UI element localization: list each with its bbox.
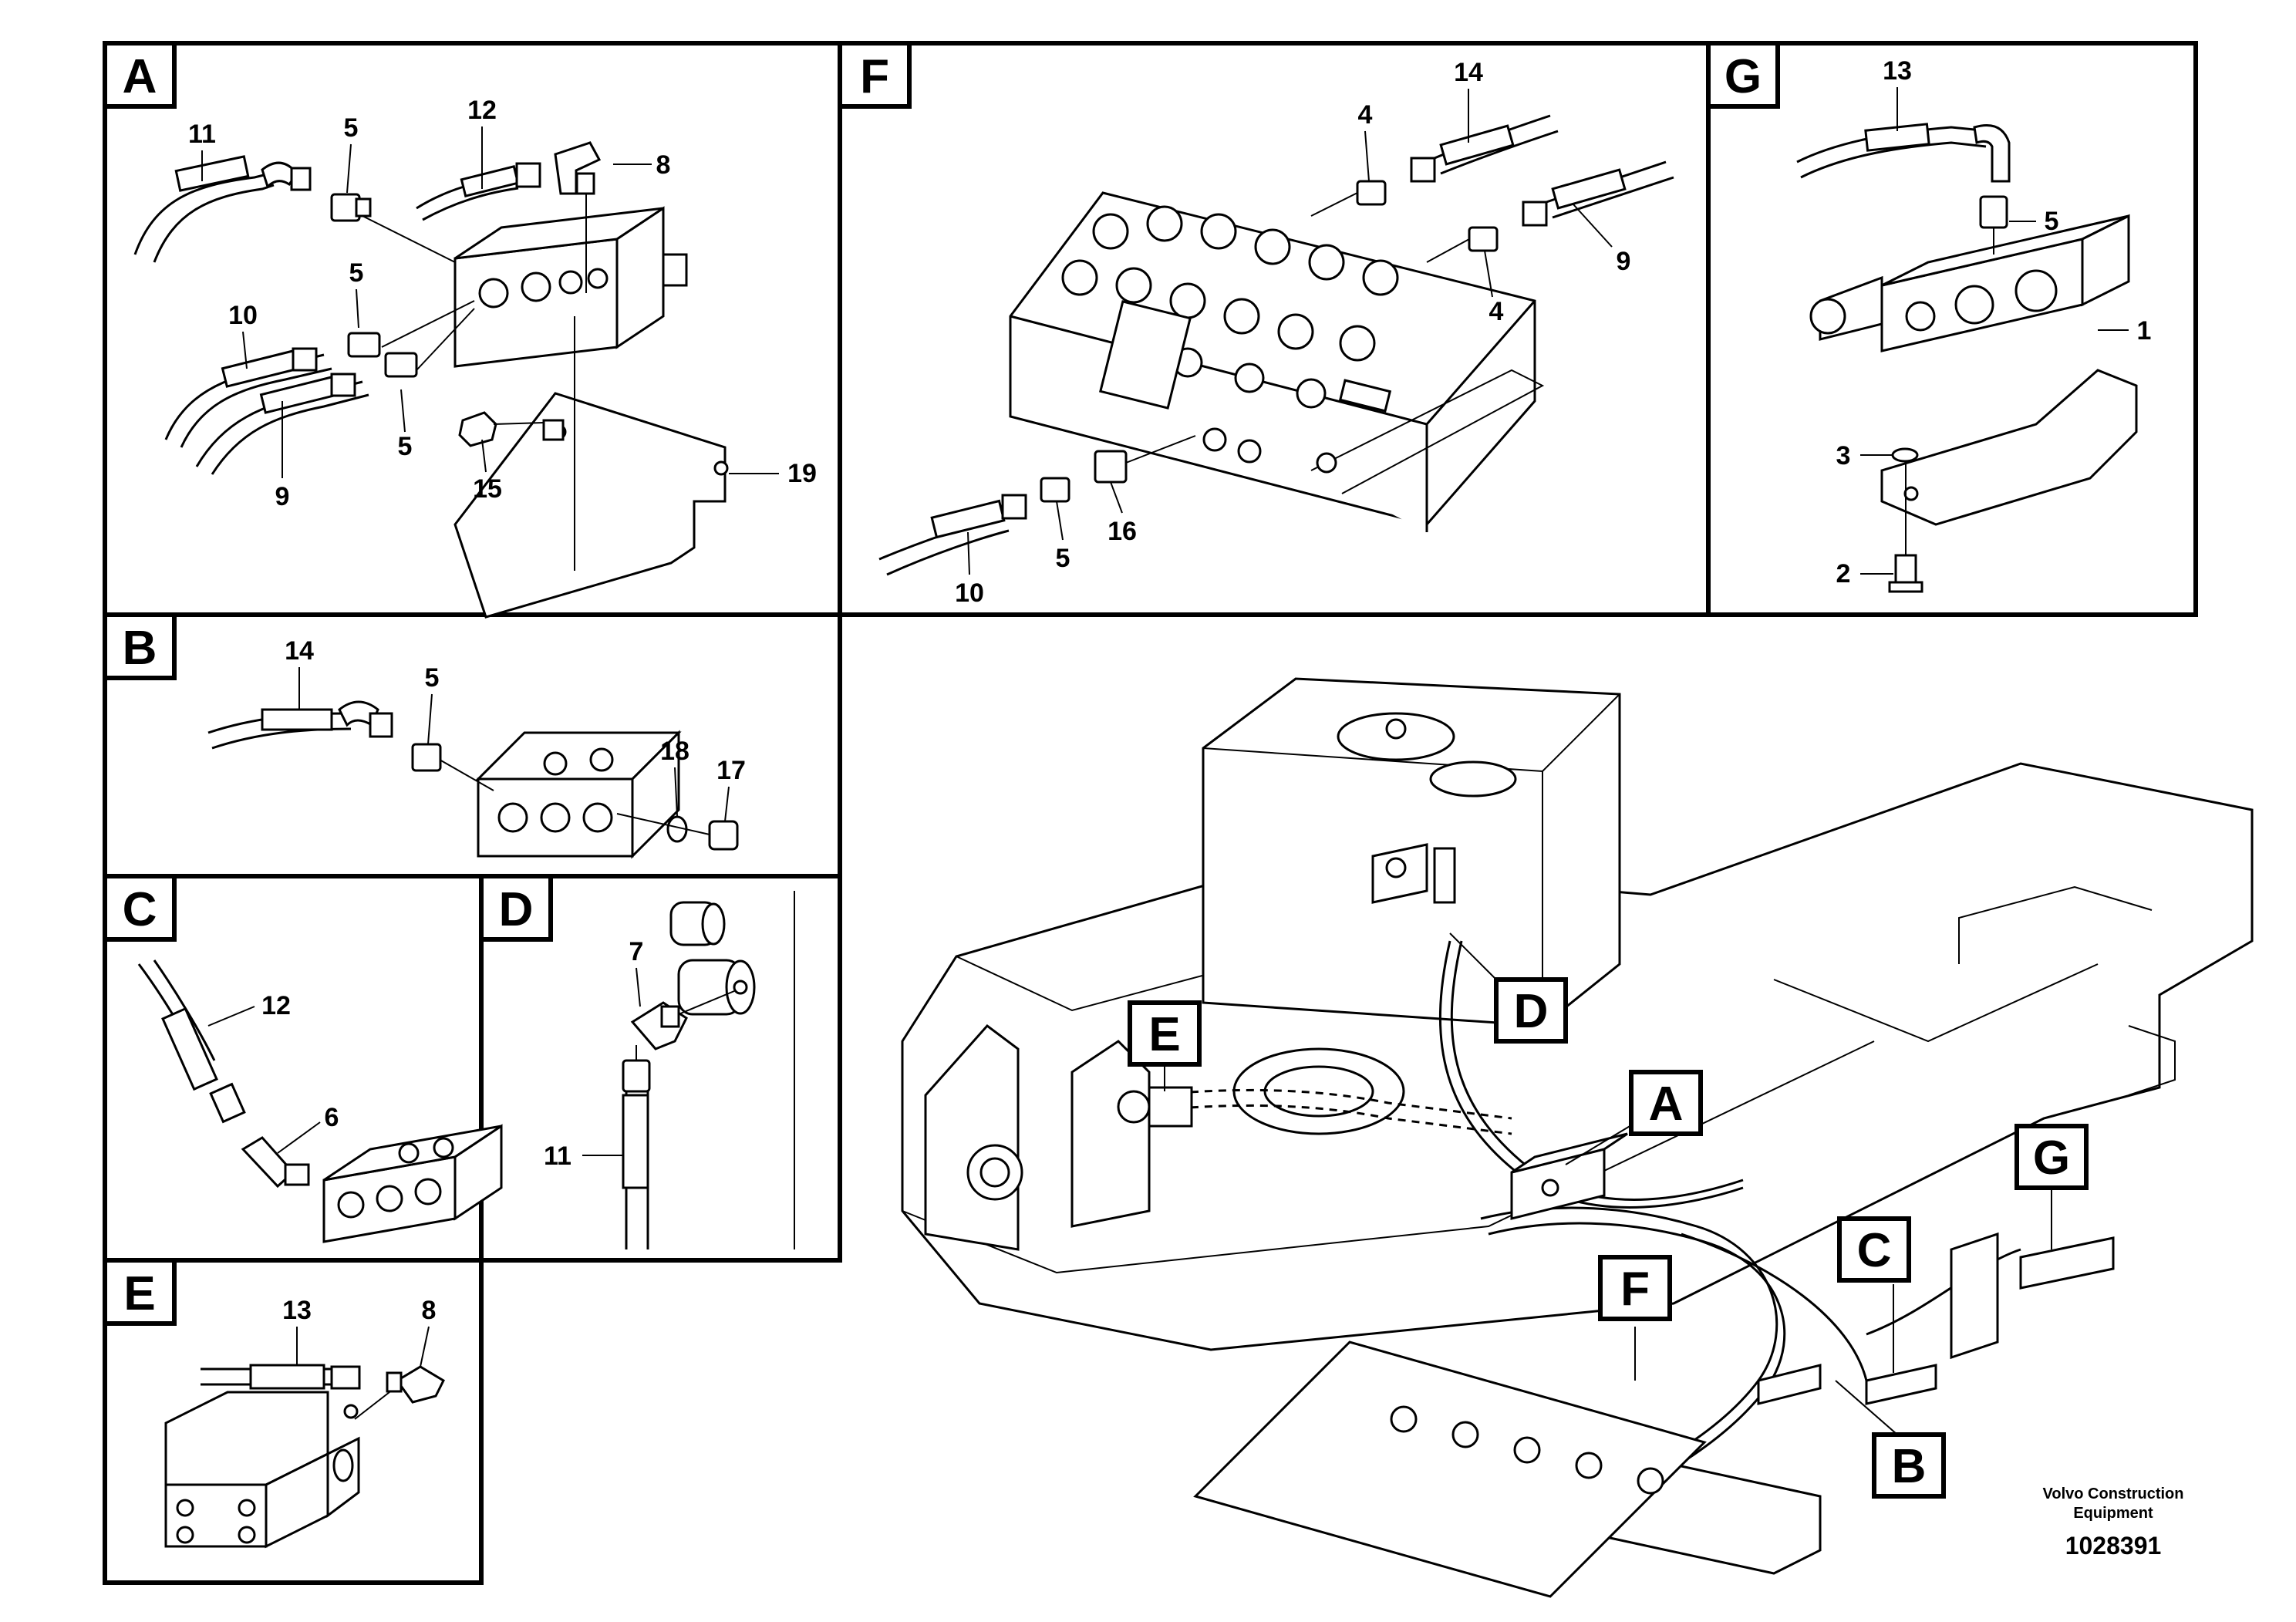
- callout-e-13: 13: [282, 1296, 312, 1325]
- callout-f-5: 5: [1056, 544, 1070, 573]
- callout-f-4-low: 4: [1489, 297, 1504, 326]
- callout-f-10: 10: [955, 578, 984, 608]
- callout-a-19: 19: [787, 459, 817, 488]
- panel-e-drawing: [164, 1364, 445, 1549]
- callout-g-2: 2: [1836, 559, 1851, 588]
- callout-b-14: 14: [285, 636, 314, 666]
- callout-g-3: 3: [1836, 441, 1851, 470]
- overview-ref-e: E: [1128, 1000, 1202, 1067]
- callout-a-10: 10: [228, 301, 258, 330]
- overview-ref-a: A: [1629, 1070, 1703, 1136]
- panel-d-label: D: [499, 883, 534, 936]
- panel-e-tile: E: [103, 1258, 177, 1326]
- panel-c-tile: C: [103, 874, 177, 942]
- callout-e-8: 8: [422, 1296, 437, 1325]
- panel-e-frame: [103, 1258, 484, 1585]
- panel-d-tile: D: [479, 874, 553, 942]
- credit-line-2: Equipment: [2073, 1505, 2153, 1522]
- panel-a-drawing: [133, 141, 729, 619]
- overview-machine-drawing: [901, 677, 2254, 1598]
- callout-a-11: 11: [188, 120, 216, 149]
- callout-b-5: 5: [425, 663, 440, 693]
- panel-g-drawing: [1796, 123, 2138, 593]
- callout-a-15: 15: [473, 474, 502, 504]
- callout-g-5: 5: [2045, 207, 2059, 236]
- panel-g-frame: [1706, 41, 2198, 617]
- panel-e-label: E: [123, 1267, 155, 1320]
- overview-ref-d: D: [1494, 977, 1568, 1044]
- callout-a-8: 8: [656, 150, 671, 180]
- panel-b-tile: B: [103, 612, 177, 680]
- panel-a-label: A: [123, 50, 157, 103]
- callout-d-7: 7: [629, 937, 644, 966]
- panel-f-tile: F: [838, 41, 912, 109]
- panel-g-label: G: [1725, 50, 1762, 103]
- ref-c-label: C: [1857, 1224, 1892, 1277]
- panel-a-tile: A: [103, 41, 177, 109]
- callout-b-17: 17: [716, 756, 746, 785]
- callout-c-12: 12: [261, 991, 291, 1020]
- callout-f-4-top: 4: [1358, 100, 1373, 130]
- credit-line-1: Volvo Construction: [2043, 1485, 2184, 1502]
- overview-ref-b: B: [1872, 1432, 1946, 1499]
- panel-d-drawing: [622, 891, 795, 1249]
- panel-b-label: B: [123, 622, 157, 675]
- callout-a-9: 9: [275, 482, 290, 511]
- panel-f-label: F: [860, 50, 889, 103]
- callout-f-9: 9: [1617, 247, 1631, 276]
- ref-g-label: G: [2033, 1131, 2070, 1185]
- callout-g-13: 13: [1883, 56, 1912, 86]
- callout-a-5-low: 5: [398, 432, 413, 461]
- panel-f-drawing: [878, 114, 1674, 576]
- ref-b-label: B: [1892, 1440, 1927, 1493]
- overview-ref-c: C: [1837, 1216, 1911, 1283]
- overview-ref-g: G: [2014, 1124, 2089, 1190]
- panel-d-frame: [479, 874, 842, 1263]
- callout-b-18: 18: [660, 737, 689, 766]
- callout-f-14: 14: [1454, 58, 1483, 87]
- callout-d-11: 11: [544, 1141, 571, 1171]
- callout-f-16: 16: [1108, 517, 1137, 546]
- callout-g-1: 1: [2137, 316, 2152, 346]
- callout-a-12: 12: [467, 96, 497, 125]
- ref-d-label: D: [1514, 985, 1549, 1038]
- panel-b-drawing: [207, 700, 739, 859]
- callout-a-5-top: 5: [344, 113, 359, 143]
- ref-e-label: E: [1148, 1008, 1180, 1061]
- panel-g-tile: G: [1706, 41, 1780, 109]
- callout-a-5-mid: 5: [349, 258, 364, 288]
- ref-f-label: F: [1620, 1263, 1650, 1316]
- ref-a-label: A: [1649, 1077, 1684, 1131]
- document-number: 1028391: [2065, 1532, 2162, 1560]
- panel-c-label: C: [123, 883, 157, 936]
- callout-c-6: 6: [325, 1103, 339, 1132]
- overview-ref-f: F: [1598, 1255, 1672, 1321]
- panel-c-drawing: [137, 959, 503, 1243]
